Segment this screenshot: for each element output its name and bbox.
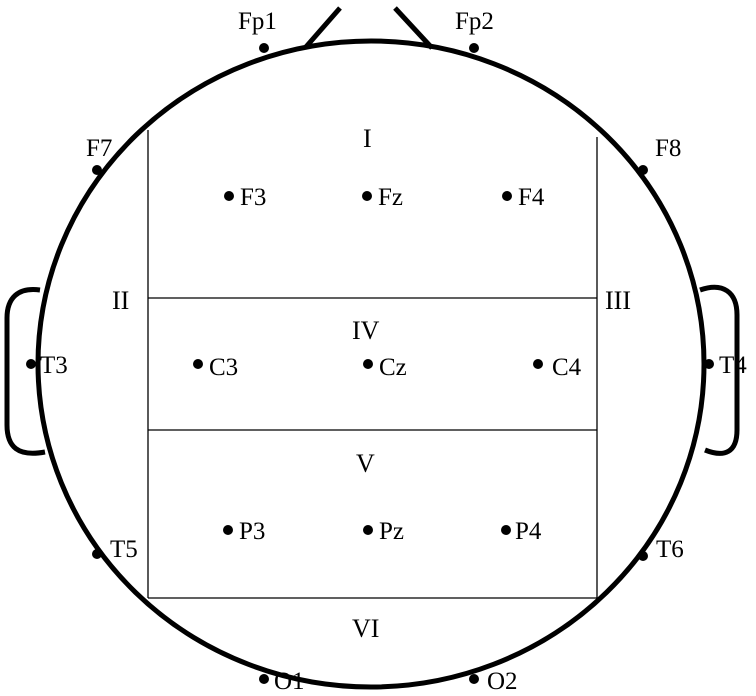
electrode-dot-t6 [638, 551, 648, 561]
electrode-label-f8: F8 [655, 135, 681, 162]
electrode-label-fz: Fz [378, 184, 403, 211]
electrode-label-f7: F7 [86, 135, 112, 162]
region-label-1: I [363, 124, 372, 153]
left-ear [4, 287, 46, 456]
region-label-2: II [112, 286, 129, 315]
nose [303, 6, 434, 50]
electrode-dot-t4 [704, 359, 714, 369]
electrode-dot-f3 [224, 191, 234, 201]
electrode-dots [26, 43, 714, 684]
electrode-dot-p4 [501, 525, 511, 535]
electrode-label-t4: T4 [719, 352, 747, 379]
electrode-label-t5: T5 [110, 536, 138, 563]
electrode-label-f4: F4 [518, 184, 545, 211]
electrode-dot-f8 [638, 165, 648, 175]
electrode-dot-o1 [259, 674, 269, 684]
electrode-dot-o2 [469, 674, 479, 684]
electrode-dot-cz [363, 359, 373, 369]
electrode-dot-c4 [533, 359, 543, 369]
electrode-label-t3: T3 [40, 352, 68, 379]
electrode-label-cz: Cz [379, 354, 407, 381]
electrode-label-fp1: Fp1 [238, 8, 277, 35]
region-label-6: VI [352, 614, 379, 643]
electrode-dot-fz [362, 191, 372, 201]
electrode-dot-fp1 [259, 43, 269, 53]
electrode-dot-f7 [92, 165, 102, 175]
electrode-dot-fp2 [469, 43, 479, 53]
region-label-3: III [605, 286, 631, 315]
electrode-dot-pz [363, 525, 373, 535]
electrode-dot-p3 [223, 525, 233, 535]
electrode-dot-f4 [502, 191, 512, 201]
electrode-label-c3: C3 [209, 354, 238, 381]
electrode-dot-t5 [92, 549, 102, 559]
electrode-dot-c3 [193, 359, 203, 369]
electrode-label-t6: T6 [656, 536, 684, 563]
right-ear [699, 284, 740, 456]
region-grid [147, 130, 598, 599]
electrode-label-c4: C4 [552, 354, 582, 381]
electrode-label-p3: P3 [239, 518, 265, 545]
region-label-5: V [356, 449, 375, 478]
electrode-label-f3: F3 [240, 184, 266, 211]
electrode-label-o2: O2 [487, 668, 518, 695]
electrode-label-o1: O1 [274, 668, 305, 695]
electrode-dot-t3 [26, 359, 36, 369]
electrode-label-fp2: Fp2 [455, 8, 494, 35]
electrode-label-p4: P4 [515, 518, 542, 545]
region-label-4: IV [352, 316, 380, 345]
electrode-label-pz: Pz [379, 518, 404, 545]
